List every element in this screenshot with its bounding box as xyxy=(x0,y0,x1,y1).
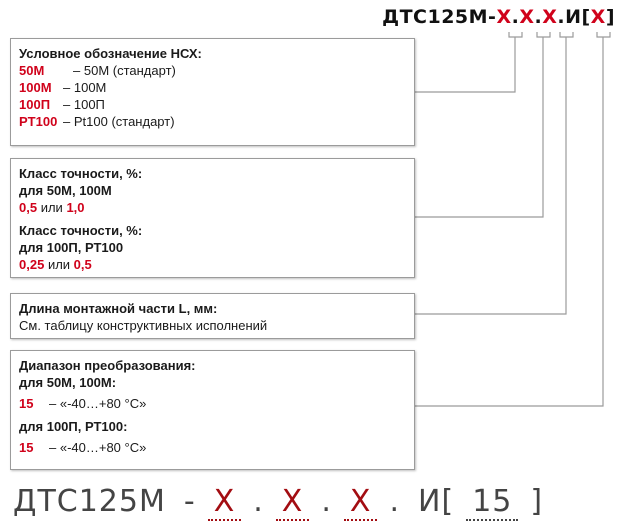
range-text: – «-40…+80 °С» xyxy=(49,396,147,411)
box1-row: 100П– 100П xyxy=(19,96,406,113)
code-dot1: . xyxy=(511,6,520,28)
bottom-x2-text: Х xyxy=(281,484,304,519)
row-code: 100М xyxy=(19,80,52,95)
code-x1: Х xyxy=(496,6,512,28)
row-sep: – xyxy=(63,80,71,95)
box3-title: Длина монтажной части L, мм: xyxy=(19,301,218,316)
row-desc: 100М xyxy=(73,80,107,95)
box2-for2: для 100П, РТ100 xyxy=(19,240,124,255)
bracket-x4 xyxy=(596,32,611,38)
bottom-x1-text: Х xyxy=(213,484,236,519)
box-nsh-designation: Условное обозначение НСХ: 50М – 50М (стан… xyxy=(10,38,415,146)
bracket-x1 xyxy=(508,32,523,38)
connector-box3 xyxy=(415,37,567,315)
bottom-lbr: [ xyxy=(441,484,455,519)
box2-for1: для 50М, 100М xyxy=(19,183,112,198)
row-sep: – xyxy=(63,97,71,112)
accuracy-value: 0,5 xyxy=(19,200,38,215)
bottom-dot2: . xyxy=(321,484,332,519)
box-conversion-range: Диапазон преобразования: для 50М, 100М: … xyxy=(10,350,415,470)
box-accuracy-class: Класс точности, %: для 50М, 100М 0,5 или… xyxy=(10,158,415,278)
accuracy-value: 0,5 xyxy=(73,257,92,272)
bottom-val: 15 xyxy=(466,484,519,521)
box1-title: Условное обозначение НСХ: xyxy=(19,46,202,61)
connector-box1 xyxy=(415,37,516,93)
bottom-dot1: . xyxy=(253,484,264,519)
connector-box4 xyxy=(415,37,604,407)
accuracy-value: 0,25 xyxy=(19,257,45,272)
code-dot3: . xyxy=(557,6,566,28)
box4-for1: для 50М, 100М: xyxy=(19,375,117,390)
bottom-x3: Х xyxy=(343,484,378,521)
code-lbr: [ xyxy=(581,6,591,28)
box-mounting-length: Длина монтажной части L, мм: См. таблицу… xyxy=(10,293,415,339)
row-desc: 50М (стандарт) xyxy=(83,63,176,78)
box1-row: 50М – 50М (стандарт) xyxy=(19,62,406,79)
box1-row: PT100– Pt100 (стандарт) xyxy=(19,113,406,130)
row-code: 100П xyxy=(19,97,51,112)
bottom-rbr: ] xyxy=(530,484,544,519)
code-x4: Х xyxy=(590,6,606,28)
row-desc: 100П xyxy=(73,97,105,112)
bottom-val-text: 15 xyxy=(472,484,513,519)
bottom-i: И xyxy=(418,484,442,519)
range-code: 15 xyxy=(19,440,34,455)
code-rbr: ] xyxy=(605,6,615,28)
code-prefix: ДТС125М- xyxy=(382,6,497,28)
accuracy-value: 1,0 xyxy=(66,200,85,215)
row-desc: Pt100 (стандарт) xyxy=(73,114,175,129)
box4-title: Диапазон преобразования: xyxy=(19,358,196,373)
box4-for2: для 100П, РТ100: xyxy=(19,419,128,434)
range-code: 15 xyxy=(19,396,34,411)
or-text: или xyxy=(40,200,63,215)
row-code: 50М xyxy=(19,63,45,78)
row-sep: – xyxy=(63,114,71,129)
bottom-x3-text: Х xyxy=(349,484,372,519)
code-x3: Х xyxy=(542,6,558,28)
or-text: или xyxy=(47,257,71,272)
top-designation-code: ДТС125М-Х.Х.Х.И[Х] xyxy=(382,6,615,28)
bottom-dash: - xyxy=(183,484,196,519)
box2-title2: Класс точности, %: xyxy=(19,223,143,238)
box1-row: 100М– 100М xyxy=(19,79,406,96)
bottom-x2: Х xyxy=(275,484,310,521)
code-i: И xyxy=(565,6,582,28)
connector-box2 xyxy=(415,37,544,218)
code-dot2: . xyxy=(534,6,543,28)
bottom-x1: Х xyxy=(207,484,242,521)
row-code: PT100 xyxy=(19,114,58,129)
range-text: – «-40…+80 °С» xyxy=(49,440,147,455)
box2-title1: Класс точности, %: xyxy=(19,166,143,181)
bottom-dot3: . xyxy=(389,484,401,519)
bracket-x2 xyxy=(536,32,551,38)
bottom-designation-example: ДТС125М-Х.Х.Х.И[15] xyxy=(13,484,544,521)
box3-text: См. таблицу конструктивных исполнений xyxy=(19,318,268,333)
row-sep: – xyxy=(73,63,81,78)
bracket-x3 xyxy=(559,32,574,38)
code-x2: Х xyxy=(519,6,535,28)
bottom-prefix: ДТС125М xyxy=(13,484,166,519)
